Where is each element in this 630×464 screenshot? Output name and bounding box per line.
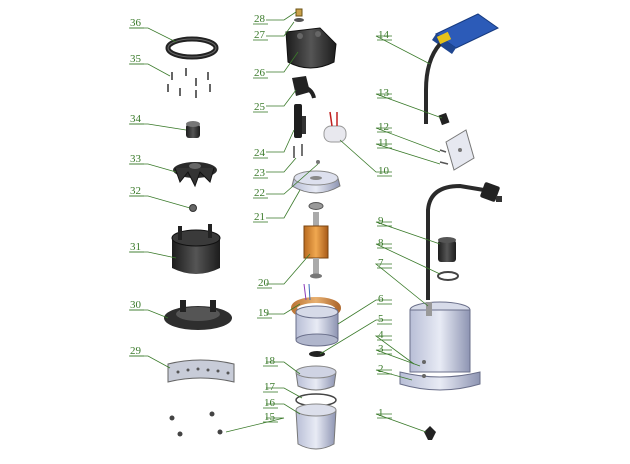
part-32-nut [189,204,197,212]
part-10-capacitor [323,111,347,143]
label-22: 22 [254,187,265,199]
part-20-rotor [303,212,329,279]
part-14-float-switch [424,13,499,124]
part-28-27-vent-plug [294,8,304,22]
part-9-power-cable [426,182,502,300]
part-21-bearing-cap [291,170,341,194]
label-15: 15 [264,411,276,423]
label-13: 13 [378,87,390,99]
part-29-strainer-band [167,359,235,383]
label-16: 16 [264,397,276,409]
label-31: 31 [130,241,141,253]
part-35-screws [167,68,211,98]
label-29: 29 [130,345,142,357]
part-8-ring [437,271,459,281]
label-17: 17 [264,381,276,393]
label-10: 10 [378,165,390,177]
label-18: 18 [264,355,276,367]
label-24: 24 [254,147,266,159]
label-23: 23 [254,167,266,179]
label-28: 28 [254,13,266,25]
part-bearing-upper [308,202,324,210]
part-33-impeller [173,162,217,188]
label-2: 2 [378,363,384,375]
part-feet [169,411,223,437]
label-32: 32 [130,185,141,197]
part-11-12-bracket [439,129,475,171]
part-25-cable-clamp [292,76,316,99]
label-19: 19 [258,307,270,319]
part-23-screws [293,144,303,158]
part-34-cap [186,121,200,138]
label-20: 20 [258,277,270,289]
label-14: 14 [378,29,390,41]
label-34: 34 [130,113,142,125]
part-31-pump-housing [171,224,221,274]
leader-lines [130,11,443,433]
label-11: 11 [378,137,389,149]
label-33: 33 [130,153,142,165]
part-26-motor-cover [285,27,337,69]
label-3: 3 [378,343,384,355]
label-5: 5 [378,313,384,325]
part-16-inner-cup [295,403,337,450]
label-35: 35 [130,53,142,65]
part-13-grommet [438,112,450,126]
part-6-stator [295,305,339,347]
part-22-pin [316,160,320,164]
label-6: 6 [378,293,384,305]
part-labels: 1 2 3 4 5 6 7 8 9 10 11 12 13 14 15 16 1… [129,13,392,423]
part-36-retaining-ring [165,36,219,60]
part-cable-gland [438,237,456,262]
label-4: 4 [378,329,384,341]
label-12: 12 [378,121,389,133]
part-5-seal [309,351,325,357]
part-30-base-plate [164,300,232,330]
label-1: 1 [378,407,384,419]
label-30: 30 [130,299,142,311]
label-27: 27 [254,29,266,41]
part-1-foot [424,426,436,440]
part-18-seal-housing [295,365,337,391]
label-8: 8 [378,237,384,249]
part-24-bracket [294,104,306,138]
label-25: 25 [254,101,266,113]
label-26: 26 [254,67,266,79]
label-9: 9 [378,215,384,227]
part-main-housing [399,301,481,391]
label-36: 36 [130,17,142,29]
label-7: 7 [378,257,384,269]
label-21: 21 [254,211,265,223]
